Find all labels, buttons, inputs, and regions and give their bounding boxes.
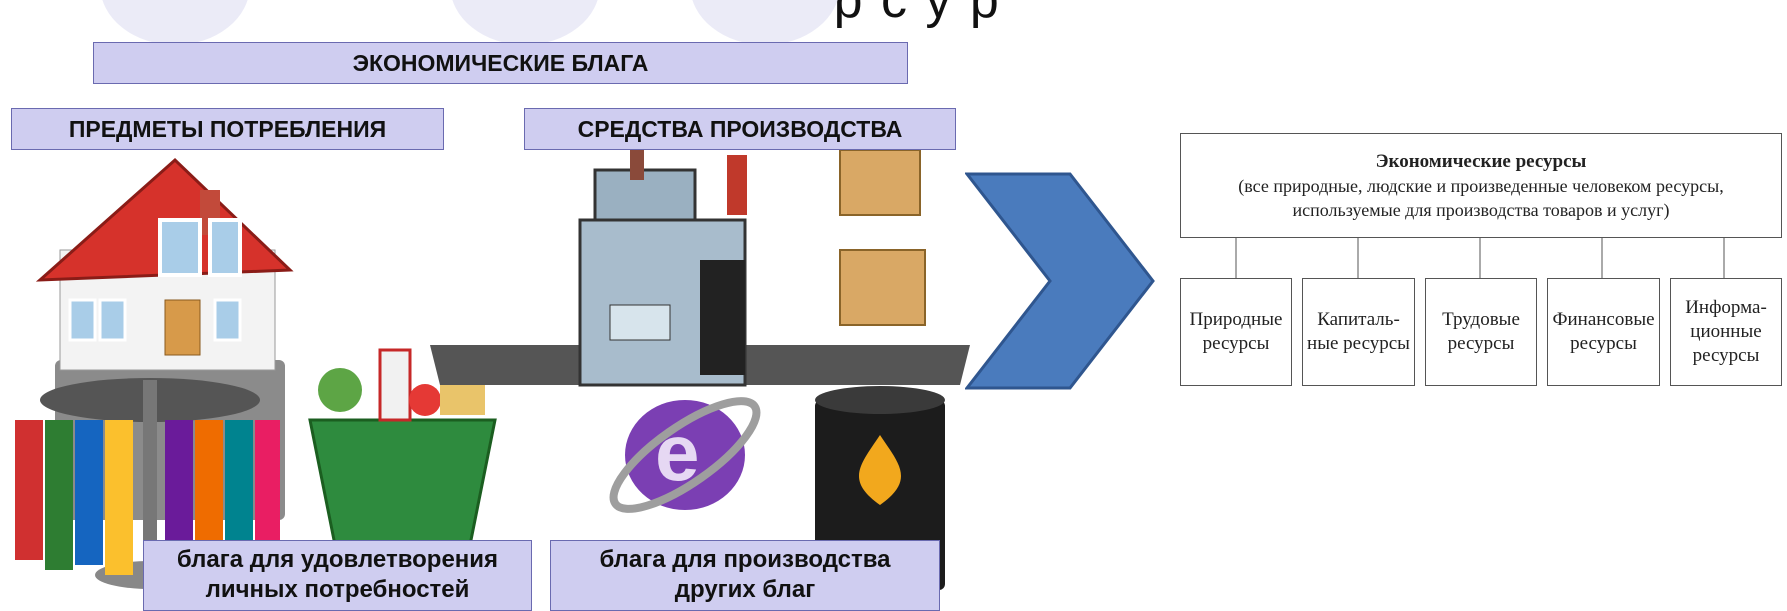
machine-icon: [430, 150, 970, 387]
resource-capital: Капиталь- ные ресурсы: [1302, 278, 1415, 386]
resources-title: Экономические ресурсы: [1375, 150, 1587, 172]
resource-financial: Финансовые ресурсы: [1547, 278, 1660, 386]
svg-text:e: e: [655, 408, 700, 497]
box-icon: [839, 150, 926, 326]
caption-line: других благ: [674, 576, 816, 603]
caption-line: блага для удовлетворения: [176, 546, 499, 573]
grocery-basket-icon: [308, 348, 497, 547]
watermark-shape: [100, 0, 250, 45]
internet-explorer-icon: e: [609, 397, 761, 513]
resource-labor: Трудовые ресурсы: [1425, 278, 1537, 386]
clothes-rack-icon: [15, 378, 280, 590]
resources-subtitle-line: используемые для производства товаров и …: [1292, 199, 1670, 220]
production-means-label: СРЕДСТВА ПРОИЗВОДСТВА: [524, 108, 956, 150]
watermark-shape: [450, 0, 600, 45]
chevron-right-icon: [965, 172, 1155, 390]
production-goods-caption: блага для производства других благ: [550, 540, 940, 611]
resource-information: Информа- ционные ресурсы: [1670, 278, 1782, 386]
consumer-goods-caption: блага для удовлетворения личных потребно…: [143, 540, 532, 611]
illustrations-area: e: [15, 150, 970, 590]
resource-natural: Природные ресурсы: [1180, 278, 1292, 386]
caption-line: личных потребностей: [205, 576, 470, 603]
slide-title-cut: р р с у р: [786, 0, 1001, 29]
economic-resources-box: Экономические ресурсы (все природные, лю…: [1180, 133, 1782, 238]
resources-subtitle-line: (все природные, людские и произведенные …: [1238, 175, 1724, 196]
watermark-shape: [690, 0, 840, 45]
caption-line: блага для производства: [599, 546, 891, 573]
resources-connectors: [1235, 238, 1725, 278]
consumer-goods-label: ПРЕДМЕТЫ ПОТРЕБЛЕНИЯ: [11, 108, 444, 150]
economic-goods-header: ЭКОНОМИЧЕСКИЕ БЛАГА: [93, 42, 908, 84]
